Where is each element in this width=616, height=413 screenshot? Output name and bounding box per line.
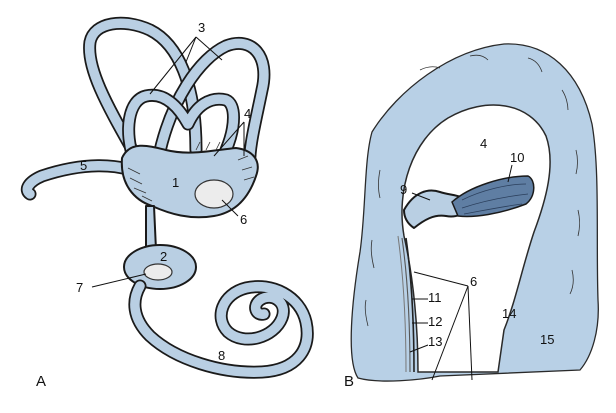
cupula	[451, 175, 535, 218]
label-1: 1	[172, 175, 179, 190]
saccular-macula	[143, 263, 173, 281]
label-b-9: 9	[400, 182, 407, 197]
label-b-14: 14	[502, 306, 516, 321]
membranous-wall-layers	[397, 235, 415, 373]
panel-label-a: A	[36, 373, 46, 390]
label-2: 2	[160, 249, 167, 264]
label-7: 7	[76, 280, 83, 295]
panel-label-b: B	[344, 373, 354, 390]
label-b-15: 15	[540, 332, 554, 347]
label-b-6: 6	[470, 274, 477, 289]
label-b-13: 13	[428, 334, 442, 349]
ampulla-lumen	[401, 104, 551, 373]
label-b-10: 10	[510, 150, 524, 165]
panel-b-labels: 4 10 9 6 11 12 13 14 15 B	[344, 136, 554, 390]
utriculosaccular-duct	[145, 205, 157, 251]
label-5: 5	[80, 158, 87, 173]
tissue-fibers	[364, 54, 580, 327]
label-b-12: 12	[428, 314, 442, 329]
semicircular-canal-posterior	[151, 36, 271, 175]
panel-b-leaders	[409, 164, 513, 381]
panel-a-drawing	[20, 16, 314, 379]
panel-a-labels: 3 4 5 1 6 2 7 8 A	[36, 20, 251, 390]
utricular-macula	[194, 179, 234, 209]
label-8: 8	[218, 348, 225, 363]
label-6: 6	[240, 212, 247, 227]
semicircular-canal-lateral	[122, 88, 240, 167]
label-4: 4	[244, 106, 251, 121]
panel-a-leaders	[91, 36, 245, 288]
utricle	[120, 144, 259, 219]
label-b-4: 4	[480, 136, 487, 151]
panel-b-drawing	[350, 43, 599, 382]
label-b-11: 11	[428, 290, 442, 305]
cochlear-duct	[128, 279, 314, 379]
utricle-shading	[127, 141, 255, 202]
label-3: 3	[198, 20, 205, 35]
